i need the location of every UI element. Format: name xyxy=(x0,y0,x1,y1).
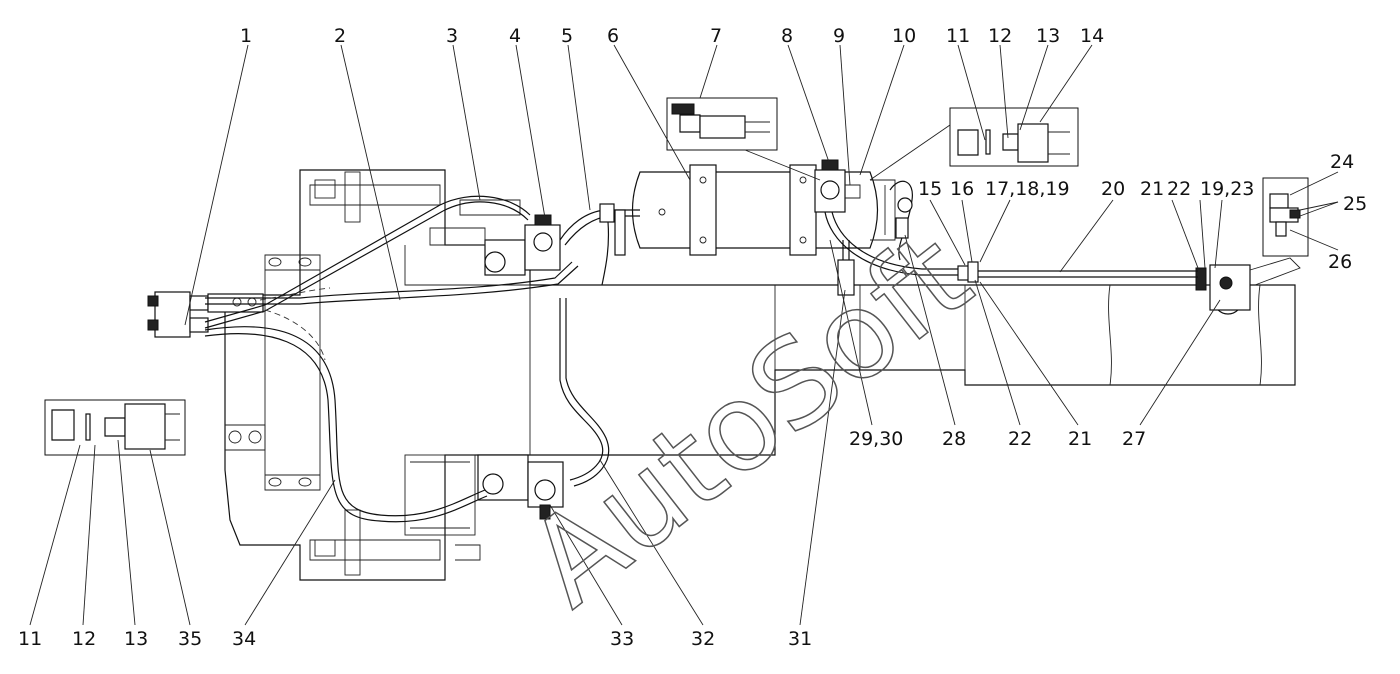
callout-17-18-19: 17,18,19 xyxy=(985,178,1070,200)
callout-25: 25 xyxy=(1343,193,1367,215)
callout-16: 16 xyxy=(950,178,974,200)
detail-box-24-26 xyxy=(1262,177,1309,257)
callout-22-bottom: 22 xyxy=(1008,428,1032,450)
callout-22-top: 22 xyxy=(1167,178,1191,200)
air-receiver xyxy=(631,164,896,256)
callout-20: 20 xyxy=(1101,178,1125,200)
callout-29-30: 29,30 xyxy=(849,428,903,450)
callout-31: 31 xyxy=(788,628,812,650)
callout-14: 14 xyxy=(1080,25,1104,47)
callout-27: 27 xyxy=(1122,428,1146,450)
callout-10: 10 xyxy=(892,25,916,47)
callout-24: 24 xyxy=(1330,151,1354,173)
rear-brake-chamber xyxy=(1195,257,1301,315)
callout-6: 6 xyxy=(607,25,619,47)
callout-13-top: 13 xyxy=(1036,25,1060,47)
callout-5: 5 xyxy=(561,25,573,47)
detail-box-7 xyxy=(666,97,778,151)
callout-21-bottom: 21 xyxy=(1068,428,1092,450)
callout-2: 2 xyxy=(334,25,346,47)
callout-12-bottom: 12 xyxy=(72,628,96,650)
brake-valve-upper xyxy=(429,199,561,276)
frame-outline xyxy=(224,169,1296,581)
detail-box-11-35 xyxy=(44,399,186,456)
callout-7: 7 xyxy=(710,25,722,47)
callout-21-top: 21 xyxy=(1140,178,1164,200)
callout-3: 3 xyxy=(446,25,458,47)
callout-32: 32 xyxy=(691,628,715,650)
callout-15: 15 xyxy=(918,178,942,200)
callout-11-bottom: 11 xyxy=(18,628,42,650)
leader-lines xyxy=(29,44,1339,626)
pipelines xyxy=(204,180,1198,523)
callout-12-top: 12 xyxy=(988,25,1012,47)
callout-labels: 1 2 3 4 5 6 7 8 9 10 11 12 13 14 15 16 1… xyxy=(18,25,1367,650)
callout-9: 9 xyxy=(833,25,845,47)
watermark: AutoSoft xyxy=(504,207,996,634)
callout-26: 26 xyxy=(1328,251,1352,273)
callout-4: 4 xyxy=(509,25,521,47)
callout-19-23-visible: 19,23 xyxy=(1200,178,1254,200)
callout-33: 33 xyxy=(610,628,634,650)
detail-box-11-14 xyxy=(949,107,1079,167)
callout-28: 28 xyxy=(942,428,966,450)
callout-35: 35 xyxy=(178,628,202,650)
brake-valve-lower xyxy=(455,454,564,561)
callout-1: 1 xyxy=(240,25,252,47)
callout-8: 8 xyxy=(781,25,793,47)
callout-34: 34 xyxy=(232,628,256,650)
callout-13-bottom: 13 xyxy=(124,628,148,650)
callout-11-top: 11 xyxy=(946,25,970,47)
valve-8 xyxy=(814,159,861,213)
